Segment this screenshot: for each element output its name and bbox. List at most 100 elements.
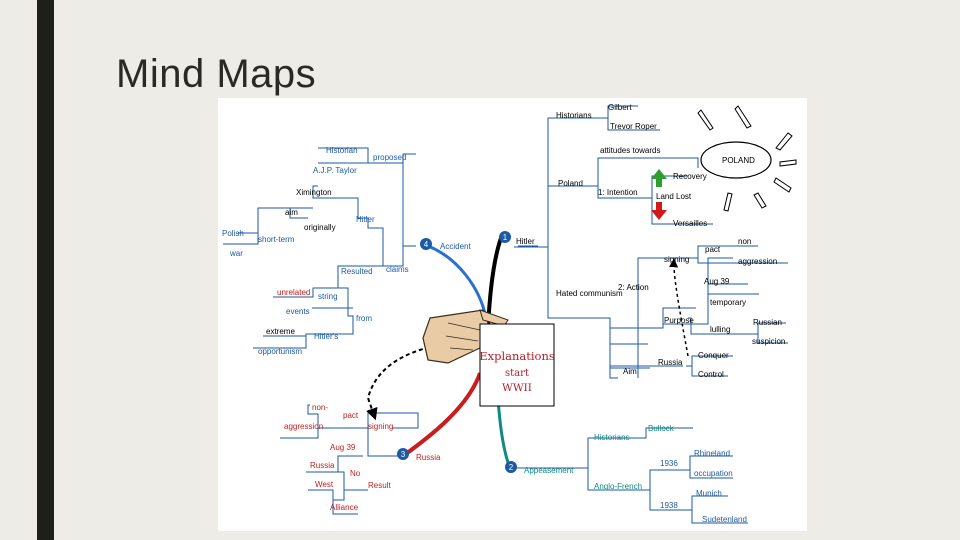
sun-ray — [773, 177, 792, 193]
bullock-label: Bullock — [648, 424, 675, 433]
unrelated-label: unrelated — [277, 288, 310, 297]
non-label: non — [738, 237, 751, 246]
from-label: from — [356, 314, 372, 323]
occupation-label: occupation — [694, 469, 733, 478]
y1936-label: 1936 — [660, 459, 678, 468]
poland-cloud — [700, 141, 772, 179]
slide-title: Mind Maps — [116, 52, 317, 96]
poland-sun-label: POLAND — [722, 156, 755, 165]
string-label: string — [318, 292, 338, 301]
purpose-label: Purpose — [664, 316, 694, 325]
hitlers-label: Hitler's — [314, 332, 338, 341]
russia-node-label: Russia — [310, 461, 335, 470]
russia-pact-label: pact — [343, 411, 359, 420]
originally-label: originally — [304, 223, 336, 232]
accident-aim-label: aim — [285, 208, 298, 217]
intention-label: 1: Intention — [598, 188, 638, 197]
trevor-roper-label: Trevor Roper — [610, 122, 657, 131]
west-label: West — [315, 480, 334, 489]
no-label: No — [350, 469, 361, 478]
ximington-label: Ximington — [296, 188, 332, 197]
number-badges: 1 4 3 2 — [397, 231, 517, 473]
badge-1: 1 — [499, 231, 511, 243]
sudetenland-label: Sudetenland — [702, 515, 747, 524]
green-up-arrow — [651, 169, 667, 187]
central-topic: Explanations start WWII — [479, 323, 555, 407]
russia-branch-labels: Russia non- pact aggression signing Aug … — [284, 403, 441, 512]
rhineland-label: Rhineland — [694, 449, 730, 458]
svg-text:4: 4 — [424, 240, 429, 249]
munich-label: Munich — [696, 489, 722, 498]
recovery-label: Recovery — [673, 172, 707, 181]
land-lost-label: Land Lost — [656, 192, 692, 201]
sun-ray — [734, 105, 752, 129]
gilbert-label: Gilbert — [608, 103, 632, 112]
poland-sun — [697, 105, 797, 212]
pact-label: pact — [705, 245, 721, 254]
russia-non-label: non- — [312, 403, 328, 412]
historians-label: Historians — [556, 111, 592, 120]
result-label: Result — [368, 481, 391, 490]
short-term-label: short-term — [258, 235, 295, 244]
aim-label: Aim — [623, 367, 637, 376]
suspicion-label: suspicion — [752, 337, 785, 346]
svg-text:1: 1 — [503, 233, 508, 242]
accent-bar — [37, 0, 54, 540]
appeasement-branch-line — [496, 397, 512, 469]
sun-ray — [697, 109, 714, 131]
historian-label: Historian — [326, 146, 358, 155]
sun-ray — [775, 132, 793, 151]
russia-aug39-label: Aug 39 — [330, 443, 356, 452]
poland-label: Poland — [558, 179, 583, 188]
lulling-label: lulling — [710, 325, 730, 334]
resulted-label: Resulted — [341, 267, 373, 276]
y1938-label: 1938 — [660, 501, 678, 510]
accident-hitler-label: Hitler — [356, 215, 375, 224]
russia-aggression-label: aggression — [284, 422, 323, 431]
versailles-label: Versailles — [673, 219, 707, 228]
badge-3: 3 — [397, 448, 409, 460]
hitler-branch-labels: Hitler Historians Gilbert Trevor Roper a… — [516, 103, 785, 379]
accident-branch-line — [427, 244, 488, 319]
conquer-label: Conquer — [698, 351, 729, 360]
connector-lines — [223, 105, 788, 524]
opportunism-label: opportunism — [258, 347, 302, 356]
hated-label: Hated communism — [556, 289, 623, 298]
accident-label: Accident — [440, 242, 471, 251]
russia-aim-label: Russia — [658, 358, 683, 367]
accident-branch-labels: Accident Historian proposed A.J.P. Taylo… — [222, 146, 471, 356]
sun-ray — [723, 192, 733, 212]
war-label: war — [229, 249, 243, 258]
proposed-label: proposed — [373, 153, 406, 162]
center-line-3: WWII — [502, 382, 532, 394]
mind-map-image: Explanations start WWII 1 4 3 2 Hitler H… — [218, 98, 807, 531]
svg-text:2: 2 — [509, 463, 514, 472]
aggression-label: aggression — [738, 257, 777, 266]
russian-label: Russian — [753, 318, 782, 327]
badge-4: 4 — [420, 238, 432, 250]
russia-signing-label: signing — [368, 422, 393, 431]
central-box — [479, 323, 555, 407]
sun-ray — [753, 192, 767, 209]
control-label: Control — [698, 370, 724, 379]
aug39-label: Aug 39 — [704, 277, 730, 286]
polish-label: Polish — [222, 229, 244, 238]
extreme-label: extreme — [266, 327, 295, 336]
hand-image — [422, 309, 509, 364]
center-line-1: Explanations — [479, 349, 555, 363]
badge-2: 2 — [505, 461, 517, 473]
temporary-label: temporary — [710, 298, 746, 307]
dashed-arrow-right — [669, 258, 689, 357]
alliance-label: Alliance — [330, 503, 359, 512]
appeasement-branch-labels: Appeasement Historians Bullock Rhineland… — [524, 424, 747, 524]
appeasement-label: Appeasement — [524, 466, 574, 475]
events-label: events — [286, 307, 310, 316]
signing-label: signing — [664, 255, 689, 264]
center-line-2: start — [505, 368, 529, 379]
svg-text:3: 3 — [401, 450, 406, 459]
attitudes-label: attitudes towards — [600, 146, 660, 155]
russia-label: Russia — [416, 453, 441, 462]
red-down-arrow — [651, 202, 667, 220]
ajp-taylor-label: A.J.P. Taylor — [313, 166, 357, 175]
hitler-label: Hitler — [516, 237, 535, 246]
